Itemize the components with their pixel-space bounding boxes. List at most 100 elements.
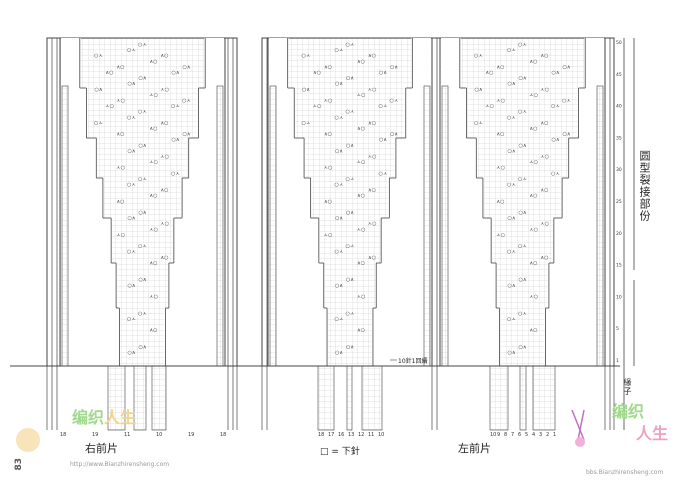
count-mid-count: 11 [368,432,374,438]
right-front-symbol: ∧○ [160,188,168,194]
right-front-symbol: ∧○ [149,126,157,132]
yarn-ball-left [16,428,40,452]
left-front-a-symbol: ○ㅅ [379,171,388,177]
left-front-a-edge-r [423,85,431,367]
right-front-symbol: ○ㅅ [127,182,136,188]
left-front-b-symbol: ∧○ [529,193,537,199]
left-front-b-symbol: ○∧ [507,283,515,289]
right-front-symbol: ○ㅅ [138,311,147,317]
left-front-a-symbol: ∧○ [368,255,376,261]
left-front-a-symbol: ○∧ [390,132,398,138]
row-note: 10針1回續 [398,358,428,365]
left-front-b-margin-r [544,308,604,366]
left-front-a-symbol: ○ㅅ [335,182,344,188]
left-front-a-symbol: ○ㅅ [346,176,355,182]
left-front-b-symbol: ∧○ [529,260,537,266]
right-front-symbol: ㅅ○ [160,87,169,93]
left-front-a-symbol: ∧○ [313,70,321,76]
left-front-a-symbol: ○ㅅ [390,98,399,104]
left-front-b-symbol: ○ㅅ [518,109,527,115]
left-front-a-symbol: ∧○ [368,188,376,194]
left-front-a-symbol: ○∧ [346,76,354,82]
left-front-b-symbol: ○∧ [518,344,526,350]
right-front-symbol: ○ㅅ [171,104,180,110]
right-front-symbol: ○ㅅ [127,249,136,255]
left-front-b-symbol: ○∧ [562,132,570,138]
count-right-count: 9 [497,432,500,438]
right-front-symbol: ∧○ [149,328,157,334]
watermark-left-brand-2: 人生 [104,408,137,427]
right-front-symbol: ∧○ [116,64,124,70]
left-front-b-symbol: ㅅ○ [529,227,538,233]
left-front-b-margin-l [441,38,461,88]
right-front-symbol: ○ㅅ [127,48,136,54]
left-front-b-symbol: ○ㅅ [507,182,516,188]
right-front-symbol: ○∧ [127,283,135,289]
left-front-b-symbol: ○∧ [551,137,559,143]
right-front-symbol: ㅅ○ [116,165,125,171]
rib-right-front-rib [151,365,167,431]
left-front-a-symbol: ㅅ○ [324,232,333,238]
right-front-symbol: ㅅ○ [116,232,125,238]
count-mid-count: 12 [358,432,364,438]
left-front-a-symbol: ㅅ○ [357,227,366,233]
left-front-b-symbol: ∧○ [529,328,537,334]
left-front-b-symbol: ∧○ [485,70,493,76]
left-front-b-symbol: ○ㅅ [562,98,571,104]
left-front-a-margin-l [269,263,325,308]
watermark-right-2: 人生 [636,424,669,443]
left-front-b-symbol: ∧○ [540,53,548,59]
right-front-symbol: ∧○ [149,260,157,266]
left-front-b-symbol: ○∧ [518,76,526,82]
left-front-b-symbol: ㅅ○ [496,232,505,238]
title-right-front: 右前片 [85,442,118,455]
left-front-b-symbol: ○∧ [507,350,515,356]
left-front-a-symbol: ○∧ [335,81,343,87]
left-front-b-margin-l [441,218,493,263]
left-front-a-margin-r [411,38,431,88]
left-front-b-symbol: ○ㅅ [507,115,516,121]
yarn-ball [575,437,585,447]
left-front-b-symbol: ○∧ [474,87,482,93]
watermark-right: 编织 [612,398,644,422]
rib-left-a-rib [317,365,335,431]
left-front-b-symbol: ㅅ○ [529,160,538,166]
left-front-a-symbol: ○∧ [335,216,343,222]
left-front-a-symbol: ○∧ [346,344,354,350]
left-front-a-symbol: ○ㅅ [346,244,355,250]
left-front-b-symbol: ∧○ [529,126,537,132]
right-front-symbol: ㅅ○ [149,227,158,233]
left-front-a-margin-r [371,308,431,366]
left-front-a-symbol: ∧○ [357,193,365,199]
right-front-symbol: ○∧ [171,70,179,76]
right-front-margin-r [164,308,224,366]
right-front-symbol: ○∧ [94,87,102,93]
left-front-a-edge-l [269,85,277,367]
count-right-count: 4 [532,432,535,438]
left-front-b-edge-l [441,85,449,367]
right-front-edge-r [216,85,224,367]
left-front-a-symbol: ㅅ○ [324,165,333,171]
left-front-a-symbol: ㅅ○ [357,160,366,166]
right-front-symbol: ㅅ○ [149,92,158,98]
left-front-b-margin-l [441,263,498,308]
left-front-a-symbol: ○∧ [346,210,354,216]
count-mid-count: 16 [338,432,344,438]
left-front-b-symbol: ○ㅅ [518,176,527,182]
right-front-symbol: ∧○ [149,193,157,199]
right-front-symbol: ○∧ [138,277,146,283]
row-number: 45 [616,72,622,78]
row-number: 5 [616,326,619,332]
left-front-b-symbol: ㅅ○ [540,221,549,227]
left-front-b-symbol: ○∧ [507,216,515,222]
right-front-symbol: ∧○ [160,53,168,59]
left-front-b-symbol: ㅅ○ [496,98,505,104]
right-front-symbol: ○∧ [138,76,146,82]
left-front-a-symbol: ∧○ [324,199,332,205]
watermark-left-url: http://www.Bianzhirensheng.com [70,461,170,468]
count-left-count: 11 [124,432,130,438]
left-front-a-symbol: ○∧ [390,64,398,70]
right-front-symbol: ○∧ [138,210,146,216]
